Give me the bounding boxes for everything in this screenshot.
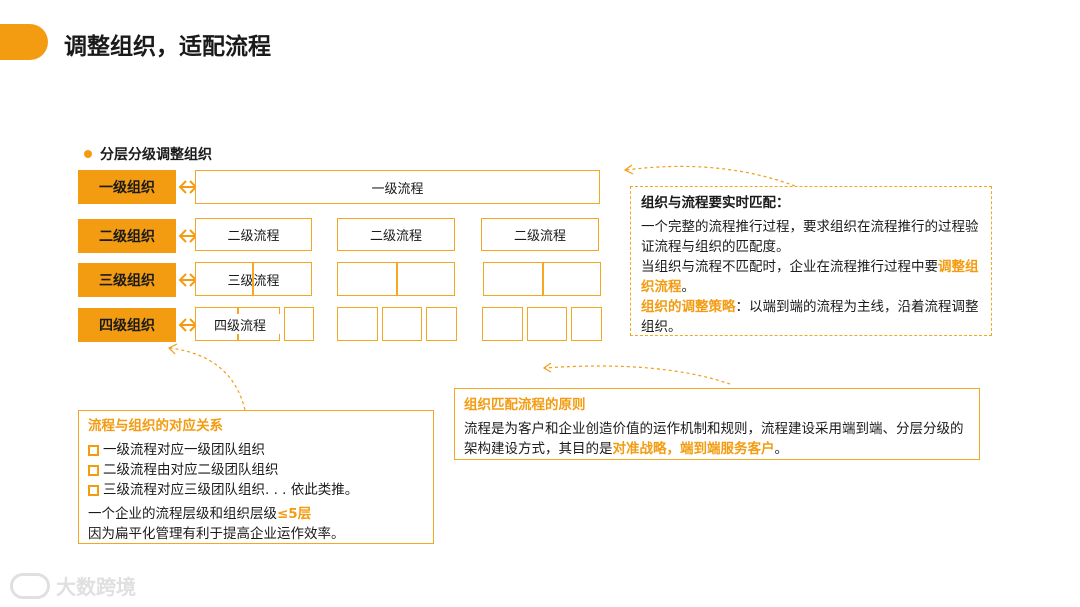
- org-level-2: 二级组织: [78, 219, 176, 253]
- p2-highlight: 调整组织流程: [641, 259, 979, 295]
- principle-text: 流程是为客户和企业创造价值的运作机制和规则，流程建设采用端到端、分层分级的架构建…: [464, 419, 970, 459]
- process-level-2-b: 二级流程: [337, 218, 455, 251]
- title-accent-tab: [0, 24, 48, 60]
- sync-panel-p2: 当组织与流程不匹配时，企业在流程推行过程中要调整组织流程。: [641, 257, 981, 297]
- principle-highlight: 对准战略，端到端服务客户: [612, 441, 775, 457]
- p2-suffix: 。: [681, 279, 696, 295]
- process-level-4-box: [337, 307, 378, 341]
- process-level-4-box: [482, 307, 523, 341]
- correspondence-heading: 流程与组织的对应关系: [88, 418, 223, 434]
- org-level-3: 三级组织: [78, 263, 176, 297]
- divider: [252, 262, 254, 296]
- item-text: 三级流程对应三级团队组织. . . 依此类推。: [103, 482, 359, 498]
- process-level-2-c: 二级流程: [481, 218, 599, 251]
- section-title: 分层分级调整组织: [100, 147, 212, 163]
- checkbox-icon: [88, 444, 99, 456]
- sync-panel-heading: 组织与流程要实时匹配：: [641, 195, 790, 211]
- process-level-4-box: [382, 307, 422, 341]
- watermark-logo-icon: [10, 572, 50, 599]
- watermark-text: 大数跨境: [56, 575, 136, 599]
- sync-panel-p1: 一个完整的流程推行过程，要求组织在流程推行的过程验证流程与组织的匹配度。: [641, 219, 979, 255]
- process-level-4-box: [571, 307, 602, 341]
- correspondence-item: 三级流程对应三级团队组织. . . 依此类推。: [88, 480, 424, 500]
- correspondence-panel: 流程与组织的对应关系 一级流程对应一级团队组织 二级流程由对应二级团队组织 三级…: [78, 410, 434, 544]
- correspondence-item: 二级流程由对应二级团队组织: [88, 460, 424, 480]
- correspondence-note-2: 因为扁平化管理有利于提高企业运作效率。: [88, 526, 345, 542]
- item-text: 一级流程对应一级团队组织: [103, 442, 265, 458]
- note-highlight: ≤5层: [277, 506, 312, 522]
- process-level-4-box: [426, 307, 457, 341]
- checkbox-icon: [88, 484, 99, 496]
- checkbox-icon: [88, 464, 99, 476]
- item-text: 二级流程由对应二级团队组织: [103, 462, 279, 478]
- process-level-3-a: 三级流程: [195, 262, 312, 296]
- note-prefix: 一个企业的流程层级和组织层级: [88, 506, 277, 522]
- bullet-dot: [84, 150, 92, 158]
- sync-panel: 组织与流程要实时匹配： 一个完整的流程推行过程，要求组织在流程推行的过程验证流程…: [630, 186, 992, 336]
- divider: [542, 262, 544, 296]
- process-level-1: 一级流程: [195, 170, 600, 204]
- divider: [396, 262, 398, 296]
- principle-heading: 组织匹配流程的原则: [464, 397, 586, 413]
- watermark: 大数跨境: [10, 571, 136, 600]
- process-level-4-box: [284, 307, 314, 341]
- section-heading: 分层分级调整组织: [84, 144, 212, 164]
- org-level-4: 四级组织: [78, 308, 176, 342]
- process-level-4-box: [527, 307, 567, 341]
- principle-suffix: 。: [774, 441, 789, 457]
- page-title: 调整组织，适配流程: [64, 34, 271, 60]
- principle-panel: 组织匹配流程的原则 流程是为客户和企业创造价值的运作机制和规则，流程建设采用端到…: [454, 388, 980, 460]
- process-level-4-label: 四级流程: [200, 314, 280, 334]
- correspondence-note: 一个企业的流程层级和组织层级≤5层: [88, 504, 424, 524]
- p3-label: 组织的调整策略: [641, 299, 736, 315]
- process-level-2-a: 二级流程: [195, 218, 312, 251]
- org-level-1: 一级组织: [78, 170, 176, 204]
- correspondence-item: 一级流程对应一级团队组织: [88, 440, 424, 460]
- p3-text: ：以端到端的流程为主线，沿着流程调整组织。: [641, 299, 979, 335]
- principle-prefix: 流程是为客户和企业创造价值的运作机制和规则，流程建设采用端到端、分层分级的架构建…: [464, 421, 964, 457]
- p2-prefix: 当组织与流程不匹配时，企业在流程推行过程中要: [641, 259, 938, 275]
- sync-panel-p3: 组织的调整策略：以端到端的流程为主线，沿着流程调整组织。: [641, 297, 981, 337]
